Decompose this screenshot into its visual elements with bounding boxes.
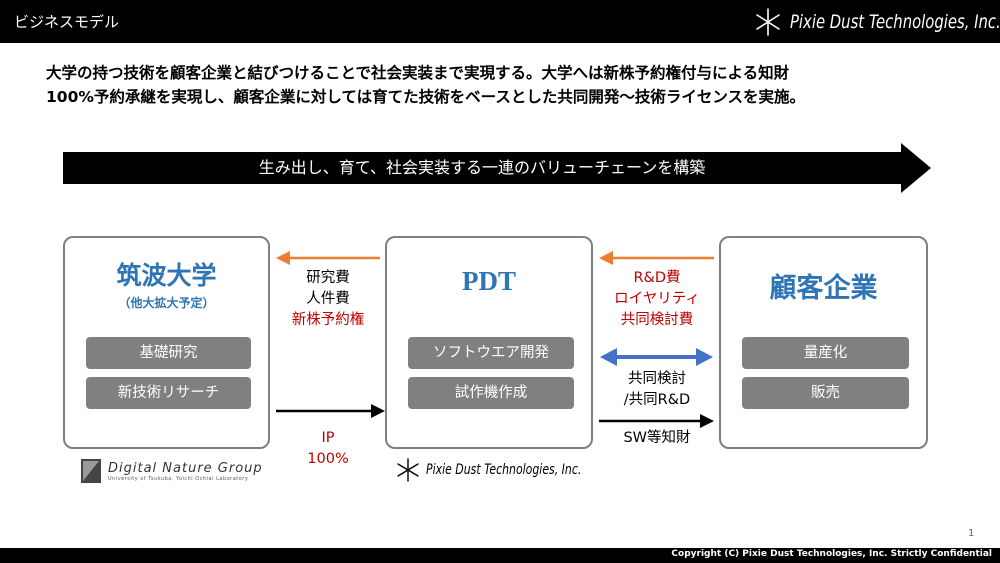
- label-ip: IP: [321, 430, 335, 446]
- pdt-logo-text: Pixie Dust Technologies, Inc.: [426, 462, 582, 478]
- value-chain-banner: 生み出し、育て、社会実装する一連のバリューチェーンを構築: [63, 143, 933, 193]
- pdt-title: PDT: [462, 266, 516, 296]
- client-box: 顧客企業 量産化 販売: [719, 236, 928, 449]
- pdt-box: PDT ソフトウエア開発 試作機作成: [385, 236, 593, 449]
- pdt-logo: Pixie Dust Technologies, Inc.: [396, 458, 625, 482]
- intro-line-2: 100%予約承継を実現し、顧客企業に対しては育てた技術をベースとした共同開発～技…: [46, 88, 806, 106]
- university-title: 筑波大学: [116, 261, 217, 290]
- header-logo-text: Pixie Dust Technologies, Inc.: [790, 11, 1000, 33]
- label-pdt-to-client: SW等知財: [599, 428, 715, 449]
- banner-text: 生み出し、育て、社会実装する一連のバリューチェーンを構築: [258, 158, 706, 177]
- label-sw-ip: SW等知財: [623, 430, 691, 446]
- digital-nature-logo: Digital Nature Group University of Tsuku…: [80, 458, 288, 484]
- label-joint-rd: /共同R&D: [623, 392, 691, 408]
- banner-arrowhead: [901, 143, 931, 193]
- pdt-item-software-dev: ソフトウエア開発: [408, 337, 574, 369]
- arrow-client-to-pdt: [599, 251, 714, 265]
- label-joint: 共同検討 /共同R&D: [599, 369, 715, 411]
- digital-nature-logo-subtext: University of Tsukuba, Yoichi Ochiai Lab…: [108, 475, 249, 482]
- header-bar: ビジネスモデル Pixie Dust Technologies, Inc.: [0, 0, 1000, 43]
- client-item-sales: 販売: [742, 377, 909, 409]
- label-royalty: ロイヤリティ: [614, 291, 700, 307]
- slide-title: ビジネスモデル: [14, 13, 120, 31]
- intro-text: 大学の持つ技術を顧客企業と結びつけることで社会実装まで実現する。大学へは新株予約…: [46, 61, 966, 109]
- label-research-cost: 研究費: [306, 270, 350, 286]
- client-item-mass-production: 量産化: [742, 337, 909, 369]
- arrow-pdt-to-client: [599, 414, 714, 428]
- arrow-joint-bidirectional: [600, 348, 713, 366]
- label-joint-study: 共同検討: [628, 371, 686, 387]
- pdt-item-prototype: 試作機作成: [408, 377, 574, 409]
- university-box: 筑波大学 （他大拡大予定） 基礎研究 新技術リサーチ: [63, 236, 270, 449]
- label-ip-percent: 100%: [307, 451, 349, 467]
- sparkle-icon: [397, 458, 419, 482]
- digital-nature-logo-text: Digital Nature Group: [108, 460, 263, 476]
- arrow-pdt-to-university: [276, 251, 380, 265]
- label-pdt-to-university: 研究費 人件費 新株予約権: [276, 268, 380, 331]
- arrow-university-to-pdt: [276, 404, 385, 418]
- page-number: 1: [968, 528, 975, 539]
- label-rd-cost: R&D費: [633, 270, 681, 286]
- label-stock-option: 新株予約権: [291, 312, 365, 328]
- sparkle-icon: [756, 8, 780, 36]
- label-personnel-cost: 人件費: [306, 291, 350, 307]
- label-university-to-pdt: IP 100%: [276, 428, 380, 470]
- footer-bar: Copyright (C) Pixie Dust Technologies, I…: [0, 548, 1000, 563]
- label-joint-study-cost: 共同検討費: [620, 312, 694, 328]
- university-item-new-tech-research: 新技術リサーチ: [86, 377, 251, 409]
- university-subtitle: （他大拡大予定）: [118, 296, 215, 310]
- copyright-text: Copyright (C) Pixie Dust Technologies, I…: [671, 549, 992, 559]
- banner-bar: [63, 152, 901, 184]
- client-title: 顧客企業: [769, 273, 878, 304]
- digital-nature-mark-icon: [81, 459, 101, 483]
- header-logo: Pixie Dust Technologies, Inc.: [754, 8, 1000, 36]
- university-item-basic-research: 基礎研究: [86, 337, 251, 369]
- label-client-to-pdt: R&D費 ロイヤリティ 共同検討費: [599, 268, 715, 331]
- intro-line-1: 大学の持つ技術を顧客企業と結びつけることで社会実装まで実現する。大学へは新株予約…: [46, 64, 790, 82]
